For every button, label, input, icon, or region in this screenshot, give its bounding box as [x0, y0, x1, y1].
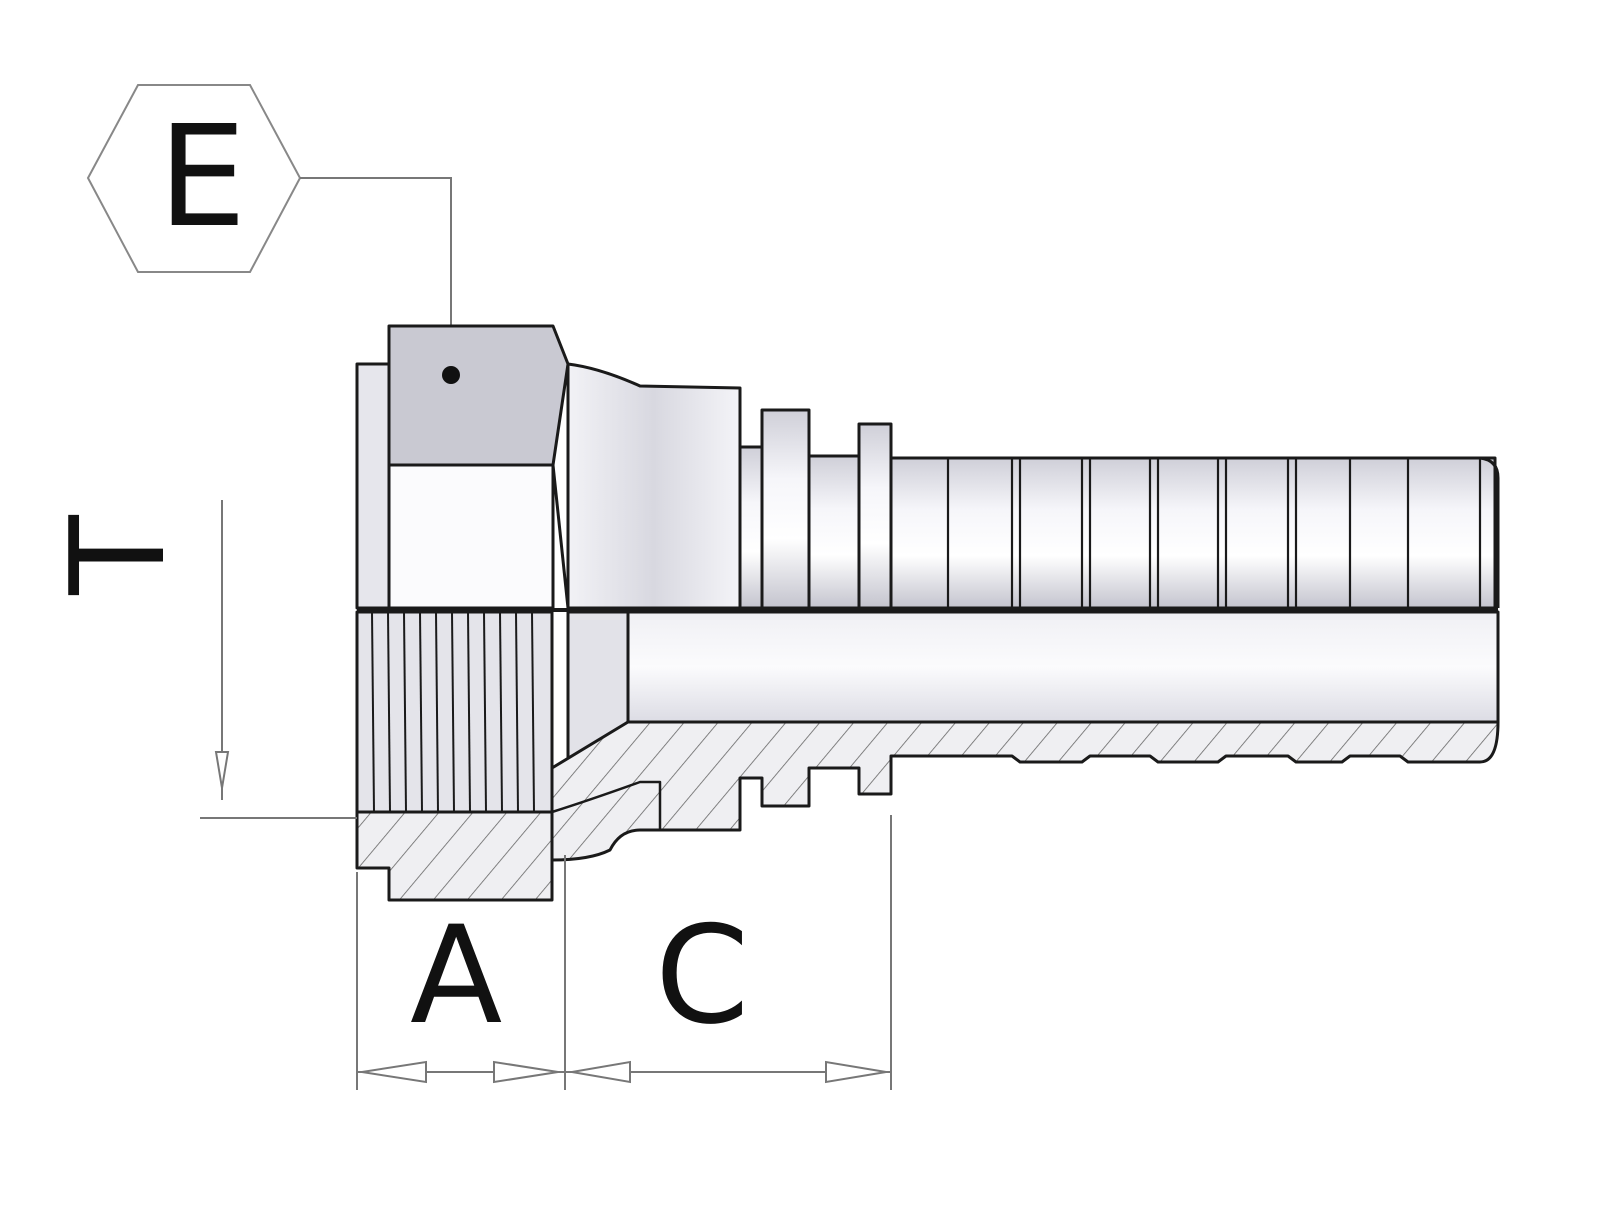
length-a-label: A	[410, 897, 503, 1054]
fitting-section-view	[355, 608, 1500, 902]
dimension-lines	[200, 500, 892, 1090]
hex-callout	[86, 84, 452, 375]
hex-size-label: E	[158, 96, 247, 259]
thread-t-label: T	[42, 515, 194, 595]
callout-dot	[442, 366, 460, 384]
length-c-label: C	[655, 897, 750, 1054]
fitting-top-view	[355, 324, 1500, 610]
